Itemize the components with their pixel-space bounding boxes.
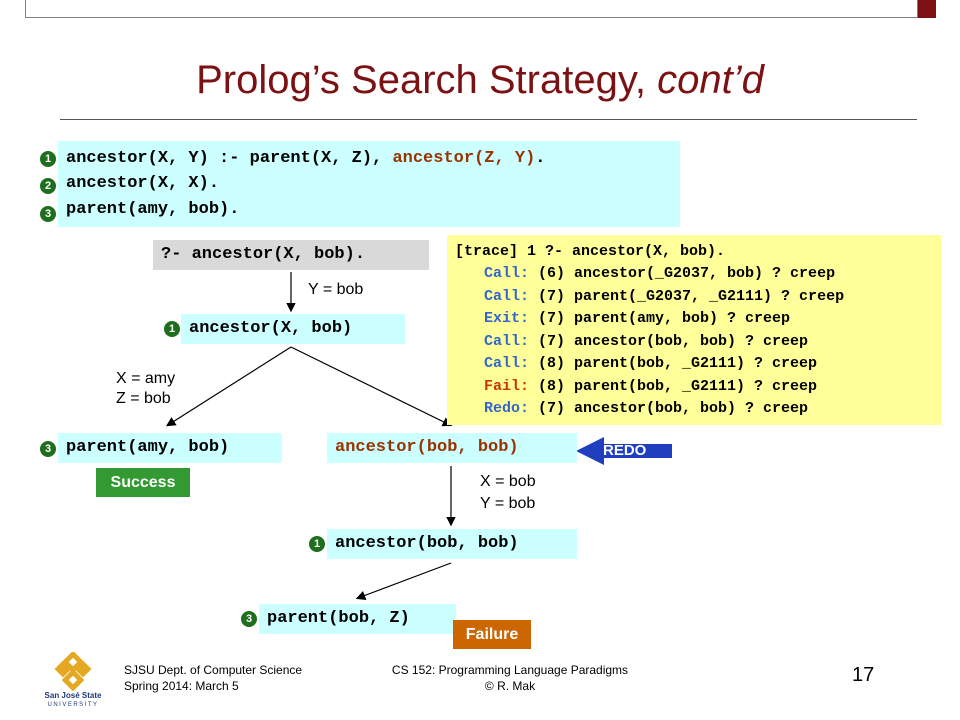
- node-ancestor-x-bob: ancestor(X, bob): [181, 314, 405, 344]
- rules-box: ancestor(X, Y) :- parent(X, Z), ancestor…: [58, 141, 680, 227]
- trace-port: Call:: [484, 287, 530, 305]
- trace-line: Redo: (7) ancestor(bob, bob) ? creep: [484, 400, 808, 417]
- edge-node1-to-node3: [290, 346, 453, 427]
- rule-line-1: ancestor(X, Y) :- parent(X, Z), ancestor…: [66, 149, 545, 168]
- slide-title: Prolog’s Search Strategy, cont’d: [0, 58, 960, 103]
- node-ancestor-bob-bob-red: ancestor(bob, bob): [327, 433, 577, 463]
- trace-line: Call: (6) ancestor(_G2037, bob) ? creep: [484, 265, 835, 282]
- trace-goal: (7) ancestor(bob, bob) ? creep: [529, 400, 809, 417]
- node-parent-amy-bob: parent(amy, bob): [58, 433, 282, 463]
- sjsu-logo-mark: [54, 650, 92, 692]
- page-number: 17: [852, 664, 875, 686]
- sjsu-logo: San José State UNIVERSITY: [42, 650, 104, 712]
- rule-line-3: parent(amy, bob).: [66, 200, 240, 219]
- header-bar-outline: [25, 0, 918, 18]
- rule-line-1-recursive: ancestor(Z, Y): [392, 149, 536, 168]
- trace-header: [trace] 1 ?- ancestor(X, bob).: [455, 243, 726, 260]
- trace-port: Call:: [484, 355, 530, 372]
- redo-label: REDO: [603, 442, 647, 459]
- trace-goal: (7) parent(_G2037, _G2111) ? creep: [529, 287, 845, 305]
- footer-author: © R. Mak: [484, 679, 536, 693]
- query-node: ?- ancestor(X, bob).: [153, 240, 429, 270]
- rule-line-1-period: .: [535, 149, 546, 168]
- node2-badge: 3: [40, 441, 56, 457]
- trace-panel: [trace] 1 ?- ancestor(X, bob). Call: (6)…: [447, 235, 941, 425]
- node1-badge: 1: [164, 321, 180, 337]
- logo-text-2: UNIVERSITY: [47, 702, 99, 708]
- trace-goal: (8) parent(bob, _G2111) ? creep: [529, 377, 818, 395]
- trace-line: Call: (7) ancestor(bob, bob) ? creep: [484, 333, 808, 350]
- footer-center: CS 152: Programming Language Paradigms ©…: [380, 662, 640, 694]
- rule-badge-3: 3: [40, 206, 56, 222]
- trace-port: Fail:: [484, 377, 530, 395]
- trace-port: Call:: [484, 265, 530, 282]
- logo-text-1: San José State: [44, 691, 102, 700]
- trace-port: Redo:: [484, 400, 530, 417]
- trace-port: Call:: [484, 332, 530, 350]
- success-badge: Success: [96, 468, 190, 497]
- footer-date: Spring 2014: March 5: [124, 679, 239, 693]
- trace-goal: (7) parent(amy, bob) ? creep: [529, 310, 791, 327]
- edge-label-x-bob: X = bob: [480, 473, 536, 490]
- header-corner-square: [918, 0, 936, 18]
- rule-line-2: ancestor(X, X).: [66, 174, 220, 193]
- trace-goal: (7) ancestor(bob, bob) ? creep: [529, 332, 809, 350]
- trace-line: Exit: (7) parent(amy, bob) ? creep: [484, 310, 790, 327]
- trace-line: Call: (7) parent(_G2037, _G2111) ? creep: [484, 288, 844, 305]
- trace-port: Exit:: [484, 310, 530, 327]
- slide-title-main: Prolog’s Search Strategy,: [196, 58, 658, 102]
- edge-node4-to-node5: [355, 562, 452, 600]
- edge-label-query: Y = bob: [308, 281, 364, 298]
- node-parent-bob-z: parent(bob, Z): [259, 604, 456, 634]
- redo-arrow-shape: [576, 437, 672, 465]
- edge-label-z-bob: Z = bob: [116, 390, 171, 407]
- edge-label-x-amy: X = amy: [116, 370, 176, 387]
- node4-badge: 1: [309, 536, 325, 552]
- footer-left: SJSU Dept. of Computer Science Spring 20…: [124, 662, 302, 694]
- node5-badge: 3: [241, 611, 257, 627]
- slide-title-italic: cont’d: [657, 58, 764, 102]
- trace-goal: (8) parent(bob, _G2111) ? creep: [529, 355, 818, 372]
- footer-dept: SJSU Dept. of Computer Science: [124, 663, 303, 677]
- title-divider: [60, 119, 917, 120]
- trace-goal: (6) ancestor(_G2037, bob) ? creep: [529, 265, 836, 282]
- rule-line-1-head: ancestor(X, Y) :- parent(X, Z),: [66, 149, 393, 168]
- rule-badge-1: 1: [40, 151, 56, 167]
- rule-badge-2: 2: [40, 178, 56, 194]
- edge-label-y-bob: Y = bob: [480, 495, 536, 512]
- trace-line: Fail: (8) parent(bob, _G2111) ? creep: [484, 378, 817, 395]
- footer-course: CS 152: Programming Language Paradigms: [391, 663, 629, 677]
- edge-node1-to-node2: [165, 346, 292, 427]
- failure-badge: Failure: [453, 620, 531, 649]
- node-ancestor-bob-bob: ancestor(bob, bob): [327, 529, 577, 559]
- trace-line: Call: (8) parent(bob, _G2111) ? creep: [484, 355, 817, 372]
